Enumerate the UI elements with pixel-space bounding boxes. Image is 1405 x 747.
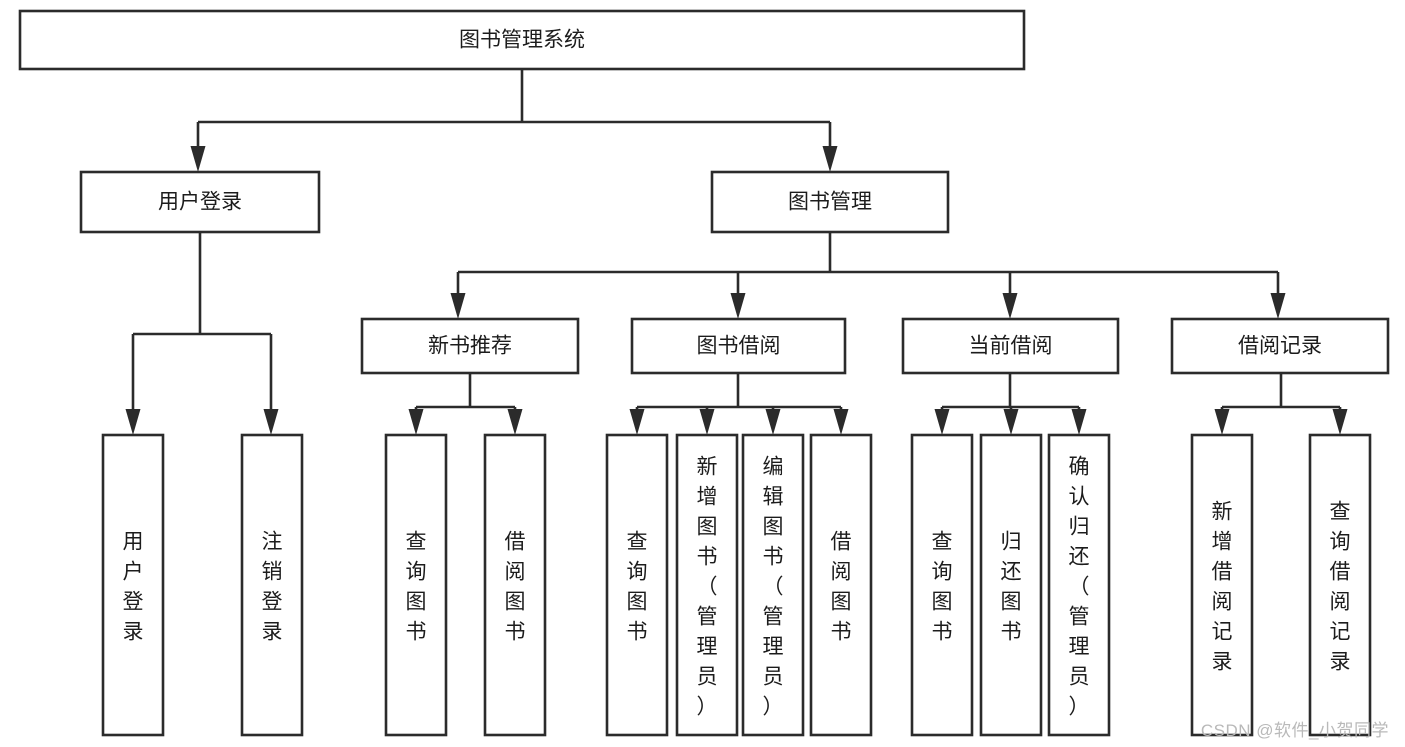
node-box [1047,433,1111,737]
node-label: 借阅图书 [831,530,852,643]
node-box [910,433,974,737]
node-box [1308,433,1372,737]
node-label: 新增借阅记录 [1212,500,1233,673]
node-leaf-query-record[interactable]: 查询借阅记录 [1308,433,1372,737]
node-box [1170,317,1390,375]
node-box [18,9,1026,71]
node-root[interactable]: 图书管理系统 [18,9,1026,71]
node-new-book-recommend[interactable]: 新书推荐 [360,317,580,375]
node-box [741,433,805,737]
node-label: 查询图书 [406,530,427,643]
arrow-head-icon [1214,409,1230,435]
node-leaf-borrow-book-1[interactable]: 借阅图书 [483,433,547,737]
node-leaf-query-book-1[interactable]: 查询图书 [384,433,448,737]
node-leaf-query-book-3[interactable]: 查询图书 [910,433,974,737]
node-box [79,170,321,234]
node-book-borrow[interactable]: 图书借阅 [630,317,847,375]
node-box [240,433,304,737]
node-box [710,170,950,234]
arrow-head-icon [1003,409,1019,435]
node-book-manage[interactable]: 图书管理 [710,170,950,234]
node-label: 确认归还（管理员） [1069,455,1090,718]
node-box [809,433,873,737]
arrow-head-icon [408,409,424,435]
arrow-head-icon [1071,409,1087,435]
arrow-head-icon [833,409,849,435]
arrow-head-icon [1270,293,1286,319]
node-leaf-return-book[interactable]: 归还图书 [979,433,1043,737]
arrow-head-icon [822,146,838,172]
arrow-head-icon [629,409,645,435]
node-leaf-edit-book[interactable]: 编辑图书（管理员） [741,433,805,737]
node-leaf-user-logout[interactable]: 注销登录 [240,433,304,737]
node-box [101,433,165,737]
node-label: 借阅记录 [1238,335,1322,358]
node-label: 图书借阅 [697,335,781,358]
node-user-login[interactable]: 用户登录 [79,170,321,234]
arrow-head-icon [934,409,950,435]
node-box [675,433,739,737]
node-box [360,317,580,375]
node-current-borrow[interactable]: 当前借阅 [901,317,1120,375]
arrow-head-icon [699,409,715,435]
node-label: 查询图书 [932,530,953,643]
node-box [483,433,547,737]
arrow-head-icon [190,146,206,172]
node-leaf-add-book[interactable]: 新增图书（管理员） [675,433,739,737]
node-label: 归还图书 [1001,530,1022,643]
connector-layer [125,69,1348,435]
node-box [1190,433,1254,737]
node-leaf-query-book-2[interactable]: 查询图书 [605,433,669,737]
node-label: 用户登录 [158,191,242,214]
node-label: 编辑图书（管理员） [763,455,784,718]
arrow-head-icon [1002,293,1018,319]
node-box [605,433,669,737]
node-leaf-confirm-return[interactable]: 确认归还（管理员） [1047,433,1111,737]
arrow-head-icon [730,293,746,319]
node-layer: 图书管理系统用户登录图书管理新书推荐图书借阅当前借阅借阅记录用户登录注销登录查询… [18,9,1390,737]
node-label: 用户登录 [123,530,144,643]
node-box [901,317,1120,375]
node-borrow-record[interactable]: 借阅记录 [1170,317,1390,375]
node-box [384,433,448,737]
arrow-head-icon [1332,409,1348,435]
arrow-head-icon [765,409,781,435]
arrow-head-icon [125,409,141,435]
node-leaf-user-login[interactable]: 用户登录 [101,433,165,737]
node-leaf-borrow-book-2[interactable]: 借阅图书 [809,433,873,737]
node-leaf-add-record[interactable]: 新增借阅记录 [1190,433,1254,737]
arrow-head-icon [263,409,279,435]
node-label: 当前借阅 [969,335,1053,358]
node-label: 查询借阅记录 [1330,500,1351,673]
node-label: 新增图书（管理员） [697,455,718,718]
node-label: 查询图书 [627,530,648,643]
arrow-head-icon [507,409,523,435]
arrow-head-icon [450,293,466,319]
node-box [630,317,847,375]
node-label: 借阅图书 [505,530,526,643]
node-label: 注销登录 [262,530,283,643]
node-box [979,433,1043,737]
node-label: 图书管理 [788,191,872,214]
node-label: 新书推荐 [428,335,512,358]
node-label: 图书管理系统 [459,29,585,52]
